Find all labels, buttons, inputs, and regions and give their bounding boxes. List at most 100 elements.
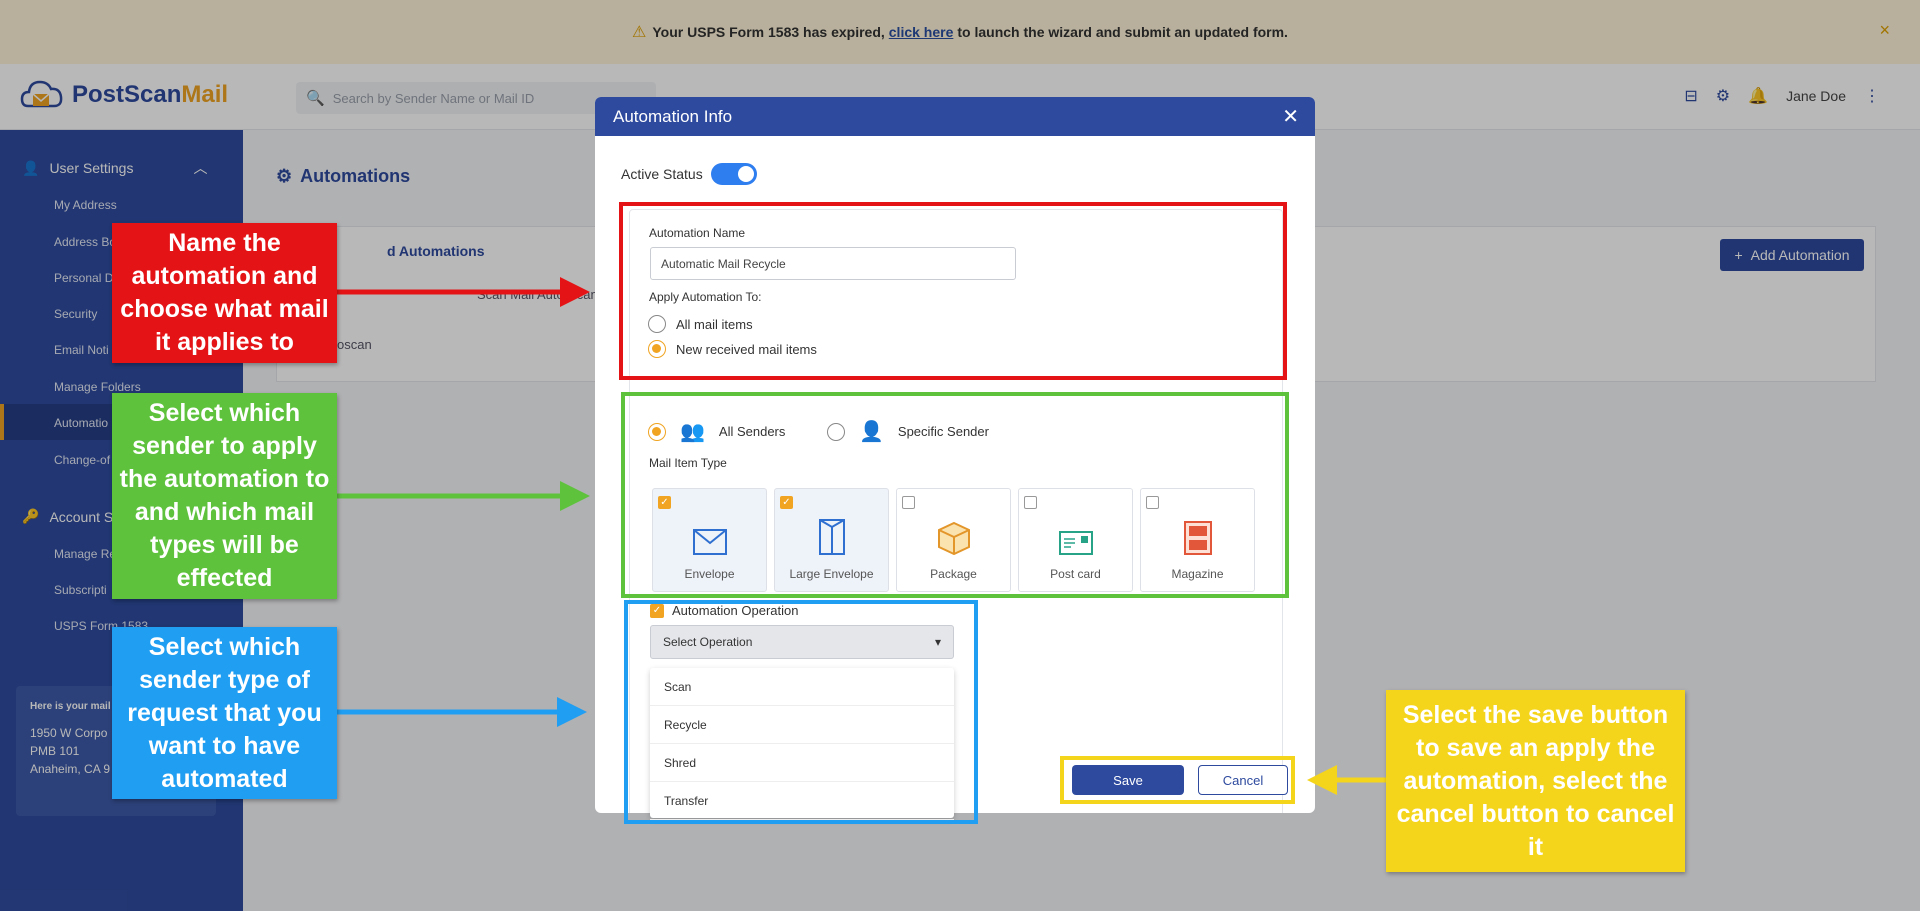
header-actions: ⊟ ⚙ 🔔 Jane Doe ⋮ — [1684, 86, 1880, 106]
sidebar-item-change-of-address[interactable]: Change-of — [54, 453, 111, 467]
tile-label: Post card — [1050, 567, 1101, 581]
tile-label: Envelope — [684, 567, 735, 581]
bell-icon[interactable]: 🔔 — [1748, 88, 1769, 105]
dropdown-option-shred[interactable]: Shred — [650, 744, 954, 782]
automation-info-modal: Automation Info ✕ Active Status — [595, 97, 1315, 813]
tile-magazine[interactable]: Magazine — [1140, 488, 1255, 592]
highlight-sender-section — [621, 392, 1289, 598]
address-line-2: PMB 101 — [30, 744, 80, 758]
active-status-label: Active Status — [621, 166, 703, 182]
highlight-operation-section — [624, 600, 978, 824]
sidebar-item-subscription[interactable]: Subscripti — [54, 583, 107, 597]
save-button[interactable]: Save — [1072, 765, 1184, 795]
kebab-menu-icon[interactable]: ⋮ — [1864, 88, 1880, 105]
radio-label: All Senders — [718, 424, 786, 439]
close-icon[interactable]: × — [1879, 20, 1890, 40]
modal-header: Automation Info ✕ — [595, 97, 1315, 136]
radio-all-mail-items[interactable]: All mail items — [648, 315, 753, 333]
radio-button[interactable] — [648, 315, 666, 333]
radio-button[interactable] — [827, 422, 845, 441]
sidebar-item-email-notifications[interactable]: Email Noti — [54, 343, 109, 357]
chevron-up-icon: ︿ — [193, 160, 208, 176]
operation-label: Automation Operation — [672, 603, 799, 618]
automation-name-label: Automation Name — [649, 226, 746, 240]
large-envelope-icon — [818, 519, 845, 555]
address-line-1: 1950 W Corpo — [30, 726, 108, 740]
operation-select[interactable]: Select Operation ▾ — [650, 625, 954, 659]
tile-post-card[interactable]: Post card — [1018, 488, 1133, 592]
checkbox[interactable]: ✓ — [780, 496, 793, 509]
checkbox[interactable]: ✓ — [650, 603, 664, 618]
banner-link[interactable]: click here — [888, 24, 954, 40]
page-title: ⚙ Automations — [276, 166, 410, 187]
modal-inner-panel — [629, 209, 1283, 813]
select-value: Select Operation — [663, 635, 753, 649]
checkbox[interactable]: ✓ — [658, 496, 671, 509]
specific-sender-icon: 👤 — [859, 421, 884, 443]
tile-package[interactable]: Package — [896, 488, 1011, 592]
close-icon[interactable]: ✕ — [1282, 106, 1299, 128]
automation-row[interactable]: oscan — [337, 337, 372, 352]
sidebar-item-automations[interactable]: Automatio — [54, 416, 109, 430]
sidebar-item-address-book[interactable]: Address Bo — [54, 235, 117, 249]
tile-label: Package — [930, 567, 977, 581]
mail-type-tiles: ✓ Envelope ✓ Large Envelope Package Post… — [652, 488, 1255, 592]
radio-specific-sender[interactable]: 👤 Specific Sender — [827, 419, 989, 444]
automation-gear-icon: ⚙ — [276, 166, 293, 186]
dropdown-option-transfer[interactable]: Transfer — [650, 782, 954, 820]
checkbox[interactable] — [902, 496, 915, 509]
sidebar-item-personal[interactable]: Personal D — [54, 271, 114, 285]
user-name[interactable]: Jane Doe — [1786, 88, 1846, 104]
checkbox[interactable] — [1146, 496, 1159, 509]
highlight-buttons-section — [1060, 756, 1295, 804]
banner-text-after: to launch the wizard and submit an updat… — [957, 24, 1288, 40]
radio-button[interactable] — [648, 340, 666, 358]
magazine-icon — [1183, 521, 1212, 555]
gear-icon[interactable]: ⚙ — [1715, 88, 1731, 105]
dropdown-option-recycle[interactable]: Recycle — [650, 706, 954, 744]
mail-item-type-label: Mail Item Type — [649, 456, 727, 470]
checkbox[interactable] — [1024, 496, 1037, 509]
active-status-toggle[interactable] — [710, 163, 757, 185]
operation-dropdown: Scan Recycle Shred Transfer — [650, 668, 954, 820]
tile-envelope[interactable]: ✓ Envelope — [652, 488, 767, 592]
inbox-icon[interactable]: ⊟ — [1684, 88, 1698, 105]
active-status-row: Active Status — [621, 163, 757, 185]
sidebar-group-user-settings[interactable]: 👤 User Settings ︿ — [22, 158, 207, 178]
callout-green: Select which sender to apply the automat… — [112, 393, 337, 599]
logo-text-part1: PostScan — [72, 81, 182, 108]
postcard-icon — [1058, 531, 1093, 555]
sidebar-item-manage-folders[interactable]: Manage Folders — [54, 380, 141, 394]
automation-name-input[interactable]: Automatic Mail Recycle — [650, 247, 1016, 280]
address-box-title: Here is your mail — [30, 701, 111, 712]
dropdown-option-scan[interactable]: Scan — [650, 668, 954, 706]
modal-title: Automation Info — [613, 106, 733, 126]
sidebar-item-manage-recipients[interactable]: Manage Re — [54, 547, 117, 561]
radio-all-senders[interactable]: 👥 All Senders — [648, 419, 785, 444]
sidebar-item-security[interactable]: Security — [54, 307, 98, 321]
callout-red: Name the automation and choose what mail… — [112, 223, 337, 363]
add-automation-button[interactable]: + Add Automation — [1720, 239, 1864, 271]
add-automation-label: Add Automation — [1750, 247, 1850, 263]
user-icon: 👤 — [22, 159, 40, 176]
address-line-3: Anaheim, CA 9 — [30, 762, 111, 776]
radio-new-received-items[interactable]: New received mail items — [648, 340, 817, 358]
radio-label: All mail items — [676, 316, 753, 332]
warning-icon: ⚠ — [632, 24, 647, 41]
caret-down-icon: ▾ — [934, 635, 941, 649]
tile-label: Magazine — [1171, 567, 1224, 581]
plus-icon: + — [1734, 247, 1743, 263]
sidebar-group-account[interactable]: 🔑 Account S — [22, 508, 113, 525]
tile-large-envelope[interactable]: ✓ Large Envelope — [774, 488, 889, 592]
sidebar-item-my-address[interactable]: My Address — [54, 198, 117, 212]
radio-button[interactable] — [648, 422, 666, 441]
search-icon: 🔍 — [306, 90, 325, 107]
automation-operation-checkbox[interactable]: ✓ Automation Operation — [650, 603, 798, 618]
tile-label: Large Envelope — [789, 567, 874, 581]
cancel-button[interactable]: Cancel — [1198, 765, 1288, 795]
package-icon — [937, 521, 970, 555]
sidebar-group-label: User Settings — [49, 160, 134, 176]
banner-text-before: Your USPS Form 1583 has expired, — [652, 24, 885, 40]
